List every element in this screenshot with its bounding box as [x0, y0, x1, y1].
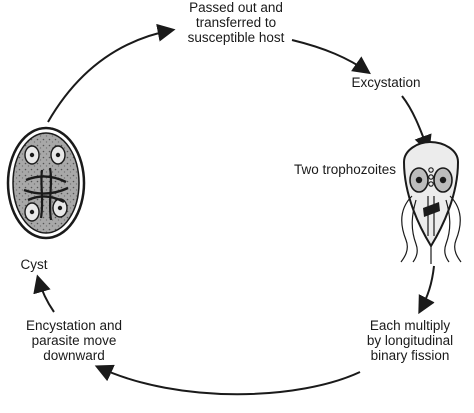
cyst-illustration: [6, 126, 86, 240]
each-multiply-label: Each multiply by longitudinal binary fis…: [354, 318, 466, 363]
passed-out-line-3: susceptible host: [187, 30, 285, 45]
passed-out-label: Passed out and transferred to susceptibl…: [176, 0, 296, 45]
arrow-fission-to-encystation: [94, 364, 361, 396]
two-trophozoites-label: Two trophozoites: [293, 162, 397, 177]
arrow-trophozoites-to-fission: [418, 265, 435, 315]
passed-out-line-2: transferred to: [195, 15, 277, 30]
cyst-label: Cyst: [20, 257, 48, 272]
arrow-host-to-excystation: [291, 39, 371, 75]
encystation-line-2: parasite move: [31, 333, 117, 348]
encystation-line-1: Encystation and: [25, 318, 123, 333]
arrow-encystation-to-cyst: [33, 274, 55, 313]
encystation-label: Encystation and parasite move downward: [18, 318, 130, 363]
each-multiply-line-2: by longitudinal: [366, 333, 454, 348]
encystation-line-3: downward: [43, 348, 105, 363]
arrow-cyst-to-host: [47, 23, 176, 123]
each-multiply-line-3: binary fission: [370, 348, 450, 363]
passed-out-line-1: Passed out and: [189, 0, 283, 15]
each-multiply-line-1: Each multiply: [369, 318, 451, 333]
excystation-label: Excystation: [351, 75, 421, 90]
trophozoite-illustration: [400, 140, 462, 264]
